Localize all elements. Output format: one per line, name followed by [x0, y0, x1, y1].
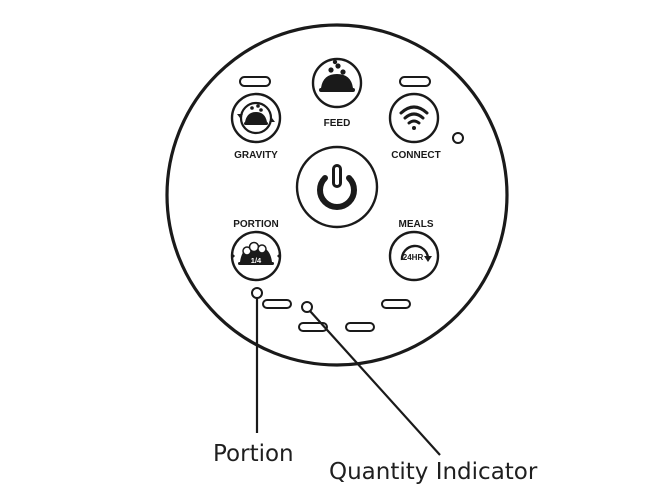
wifi-icon: [399, 105, 429, 130]
meals-badge: 24HR: [403, 253, 424, 262]
food-bowl-icon: [319, 59, 355, 92]
meals-button[interactable]: 24HR: [388, 230, 440, 282]
power-icon: [317, 164, 357, 211]
quantity-callout-dot: [301, 301, 313, 313]
power-button[interactable]: [295, 145, 379, 229]
gravity-feeder-icon: [237, 101, 275, 135]
feed-label: FEED: [324, 118, 351, 129]
quantity-leader-line: [309, 310, 441, 456]
gravity-label: GRAVITY: [234, 150, 278, 161]
feed-button[interactable]: [311, 57, 363, 109]
portion-bowl-icon: [232, 241, 280, 265]
status-led: [452, 132, 464, 144]
meals-24hr-icon: [400, 244, 432, 262]
connect-button[interactable]: [388, 92, 440, 144]
meals-label: MEALS: [399, 219, 434, 230]
connect-indicator-light: [399, 76, 431, 87]
connect-label: CONNECT: [391, 150, 440, 161]
portion-callout-dot: [251, 287, 263, 299]
quantity-indicator-callout-label: Quantity Indicator: [329, 459, 538, 485]
quantity-indicator-light-4: [381, 299, 411, 309]
gravity-button[interactable]: [230, 92, 282, 144]
portion-callout-label: Portion: [213, 441, 294, 467]
gravity-indicator-light: [239, 76, 271, 87]
portion-button[interactable]: 1/4: [230, 230, 282, 282]
quantity-indicator-light-1: [262, 299, 292, 309]
quantity-indicator-light-3: [345, 322, 375, 332]
portion-label: PORTION: [233, 219, 279, 230]
quantity-indicator-light-2: [298, 322, 328, 332]
portion-badge: 1/4: [251, 256, 262, 265]
